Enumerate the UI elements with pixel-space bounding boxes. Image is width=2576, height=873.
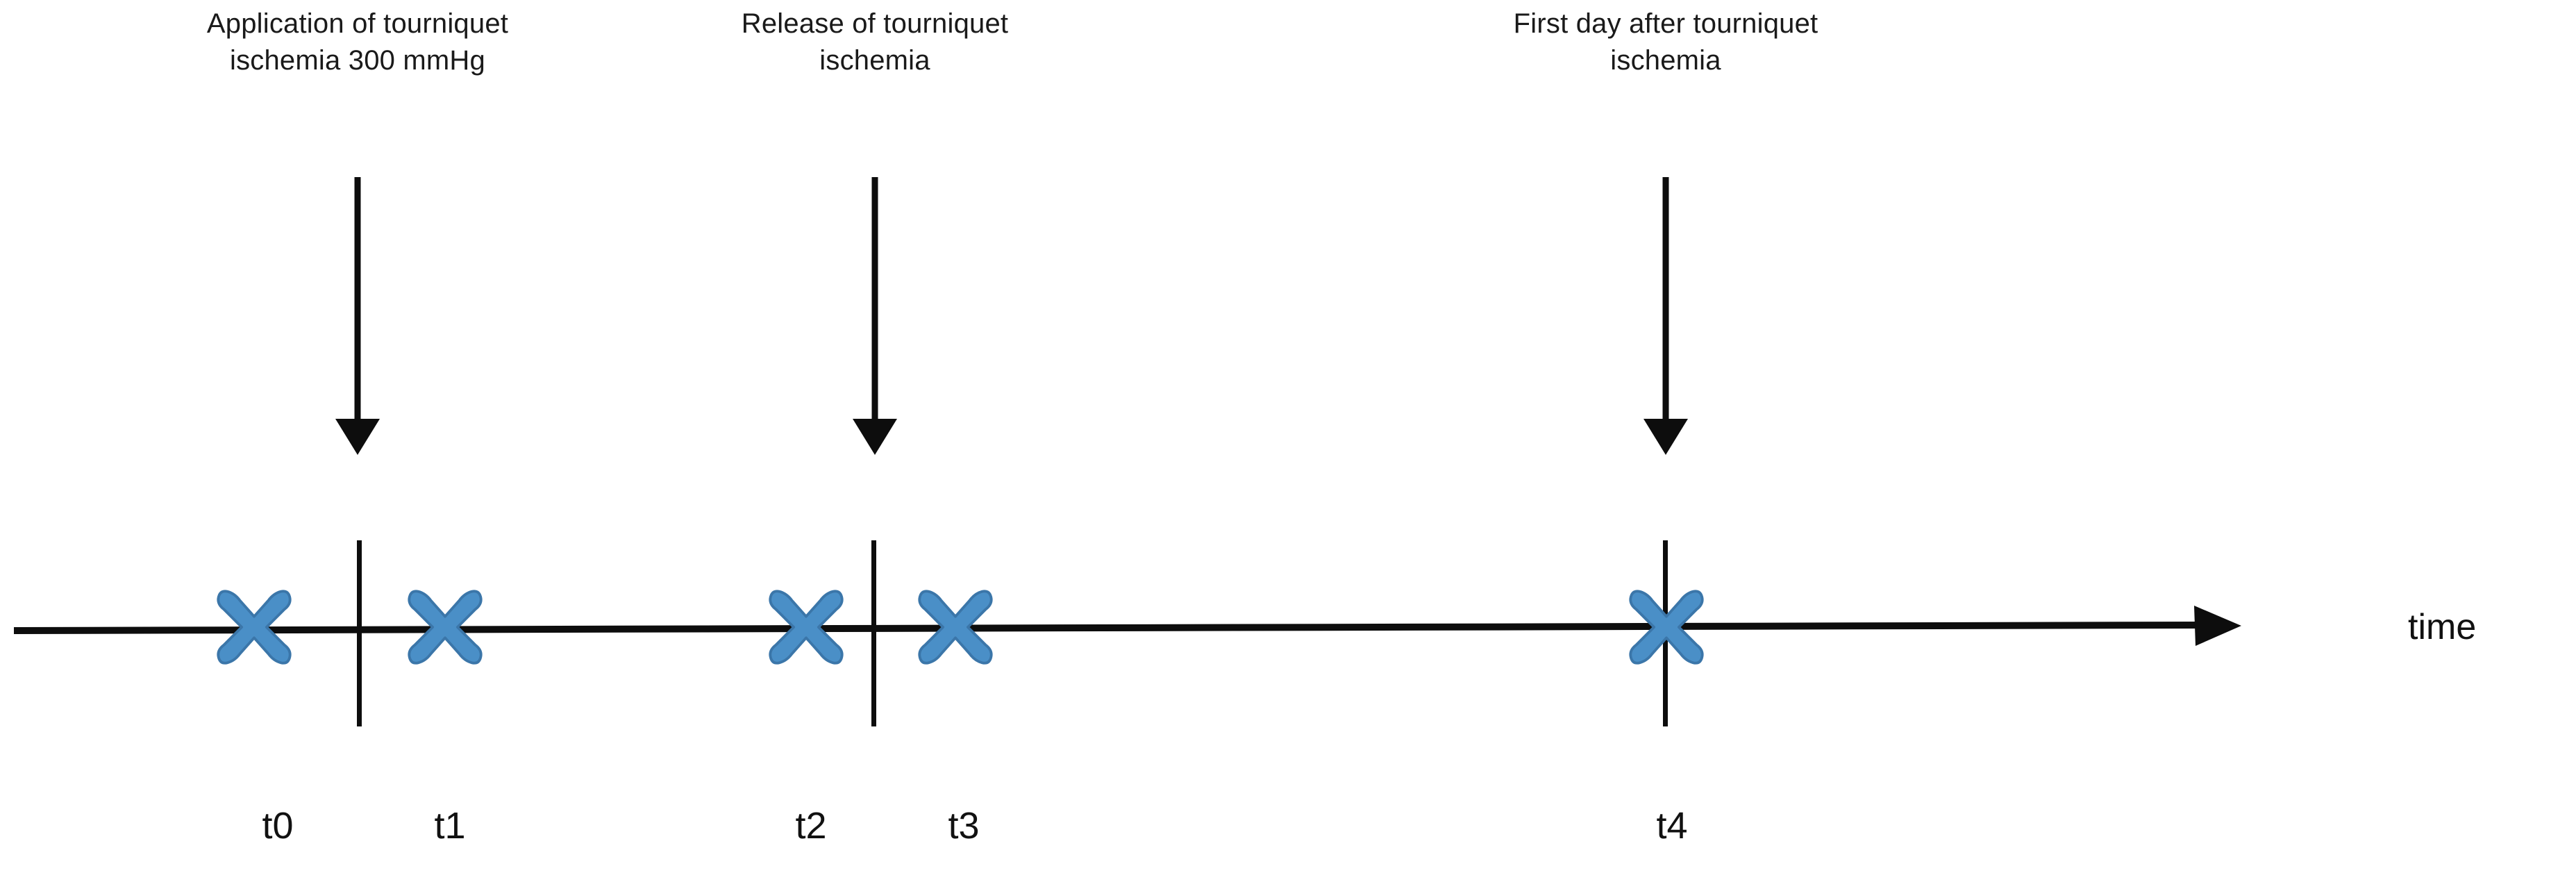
sample-marker-x-icon-t1 — [408, 590, 483, 665]
event-label-line2: ischemia 300 mmHg — [230, 44, 485, 76]
sample-marker-x-icon-t0 — [217, 590, 292, 665]
timepoint-label-t3: t3 — [948, 805, 980, 847]
event-label-line1: First day after tourniquet — [1513, 8, 1818, 39]
down-arrow-icon-event-1 — [853, 177, 897, 455]
down-arrow-icon-event-0 — [335, 177, 380, 455]
timepoint-label-t4: t4 — [1656, 805, 1688, 847]
axis-label-time: time — [2408, 607, 2477, 647]
event-label-line1: Release of tourniquet — [741, 8, 1009, 39]
event-label-line2: ischemia — [819, 44, 930, 76]
sample-marker-x-icon-t2 — [769, 590, 844, 665]
event-label-line2: ischemia — [1610, 44, 1721, 76]
down-arrow-icon-event-2 — [1644, 177, 1688, 455]
timepoint-label-t1: t1 — [434, 805, 466, 847]
event-label-release-of-tourniquet: Release of tourniquet ischemia — [742, 6, 1008, 79]
event-label-application-of-tourniquet: Application of tourniquet ischemia 300 m… — [207, 6, 508, 79]
event-label-first-day-after-tourniquet: First day after tourniquet ischemia — [1514, 6, 1818, 79]
timepoint-label-t0: t0 — [262, 805, 294, 847]
timepoint-label-t2: t2 — [795, 805, 827, 847]
event-label-line1: Application of tourniquet — [206, 8, 509, 39]
timeline-tick-event-0 — [357, 540, 362, 726]
timeline-tick-event-1 — [871, 540, 876, 726]
sample-marker-x-icon-t3 — [918, 590, 993, 665]
sample-marker-x-icon-t4 — [1629, 590, 1704, 665]
